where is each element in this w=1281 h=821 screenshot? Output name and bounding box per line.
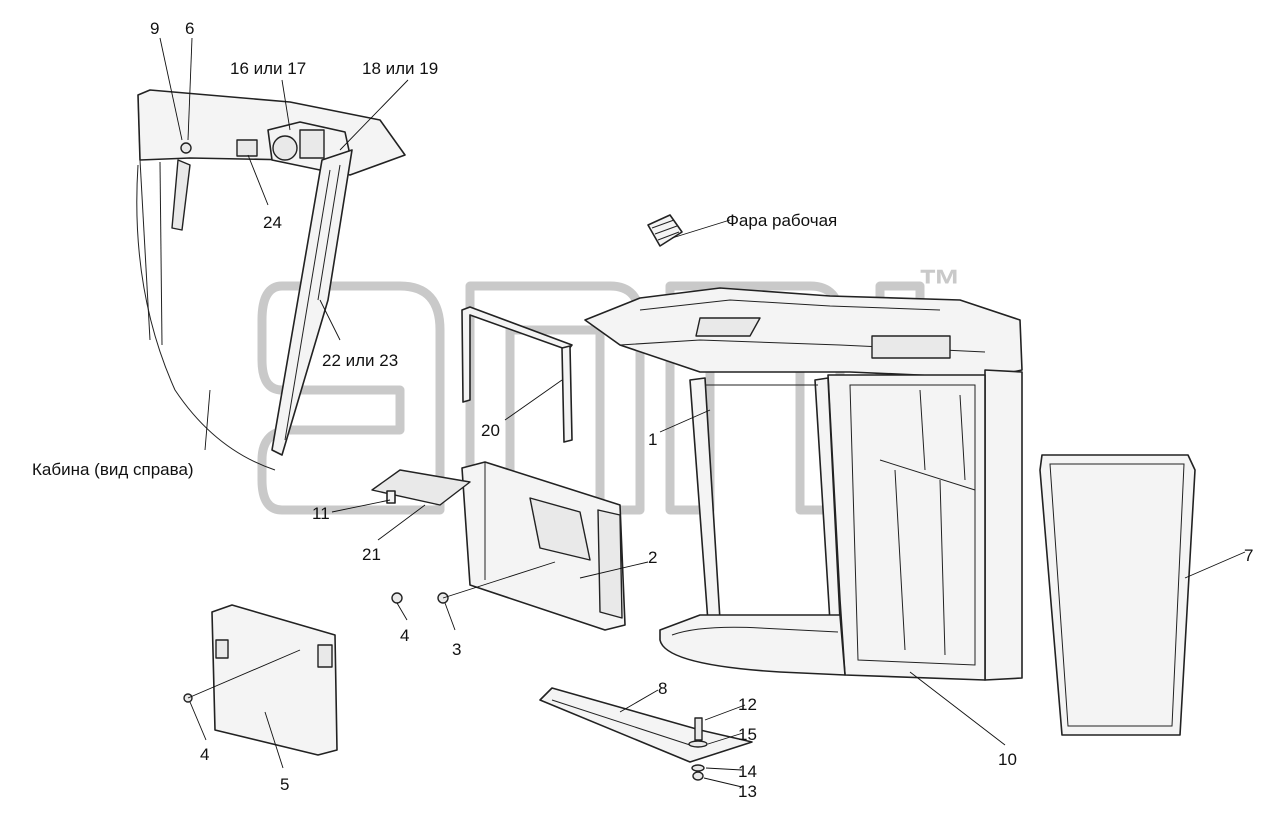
label-18-19: 18 или 19 — [362, 59, 438, 78]
label-5: 5 — [280, 775, 289, 794]
label-2: 2 — [648, 548, 657, 567]
door-panel — [271, 149, 353, 456]
cabin-right-view — [136, 89, 406, 471]
label-14: 14 — [738, 762, 757, 781]
label-8: 8 — [658, 679, 667, 698]
panel-five — [211, 604, 338, 756]
label-7: 7 — [1244, 546, 1253, 565]
label-9: 9 — [150, 19, 159, 38]
glass-panel — [1039, 454, 1196, 736]
leader-lines — [159, 37, 1246, 788]
small-plate — [371, 469, 471, 506]
label-1: 1 — [648, 430, 657, 449]
step-plate — [539, 687, 753, 763]
label-21: 21 — [362, 545, 381, 564]
label-work-light: Фара рабочая — [726, 211, 837, 230]
label-4-upper: 4 — [400, 626, 409, 645]
trim-strip — [461, 306, 573, 443]
label-6: 6 — [185, 19, 194, 38]
side-panel — [461, 461, 626, 631]
label-3: 3 — [452, 640, 461, 659]
label-20: 20 — [481, 421, 500, 440]
label-cabin-right-view: Кабина (вид справа) — [32, 460, 194, 479]
label-10: 10 — [998, 750, 1017, 769]
label-12: 12 — [738, 695, 757, 714]
work-light — [647, 214, 683, 247]
label-24: 24 — [263, 213, 282, 232]
label-11: 11 — [312, 504, 330, 523]
callout-labels: 9 6 16 или 17 18 или 19 24 Фара рабочая … — [32, 19, 1253, 801]
label-15: 15 — [738, 725, 757, 744]
cabin-frame — [584, 287, 1023, 681]
label-13: 13 — [738, 782, 757, 801]
fasteners — [688, 717, 708, 781]
label-16-17: 16 или 17 — [230, 59, 306, 78]
label-22-23: 22 или 23 — [322, 351, 398, 370]
label-4-lower: 4 — [200, 745, 209, 764]
